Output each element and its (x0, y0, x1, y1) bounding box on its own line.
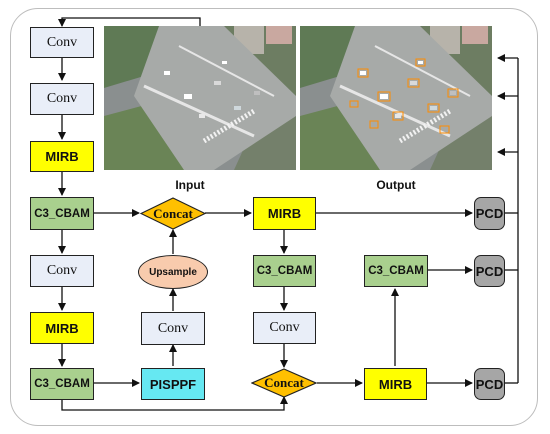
c3-cbam-block-right: C3_CBAM (364, 255, 428, 287)
concat-label-2: Concat (264, 375, 304, 390)
c3-cbam-block-1: C3_CBAM (30, 197, 94, 230)
conv-block-mid: Conv (141, 312, 205, 345)
mirb-block-2: MIRB (30, 312, 94, 344)
c3-cbam-block-2: C3_CBAM (30, 368, 94, 400)
conv-block-2: Conv (30, 83, 94, 115)
c3-cbam-block-mid: C3_CBAM (253, 255, 316, 287)
upsample-block: Upsample (138, 255, 208, 289)
conv-block-1: Conv (30, 27, 94, 58)
output-image (300, 26, 492, 170)
conv-block-right: Conv (253, 312, 316, 344)
pcd-block-1: PCD (474, 197, 505, 230)
pcd-block-2: PCD (474, 255, 505, 287)
conv-block-3: Conv (30, 255, 94, 287)
concat-node-2: Concat (251, 368, 317, 398)
input-image (104, 26, 296, 170)
mirb-block-bottom: MIRB (364, 368, 427, 400)
mirb-block-1: MIRB (30, 141, 94, 172)
concat-node-1: Concat (140, 197, 206, 230)
pcd-block-3: PCD (474, 368, 505, 400)
pisppf-block: PISPPF (141, 368, 205, 400)
concat-label-1: Concat (153, 205, 193, 221)
mirb-block-top: MIRB (253, 197, 316, 230)
output-caption: Output (376, 178, 416, 192)
input-caption: Input (175, 178, 205, 192)
